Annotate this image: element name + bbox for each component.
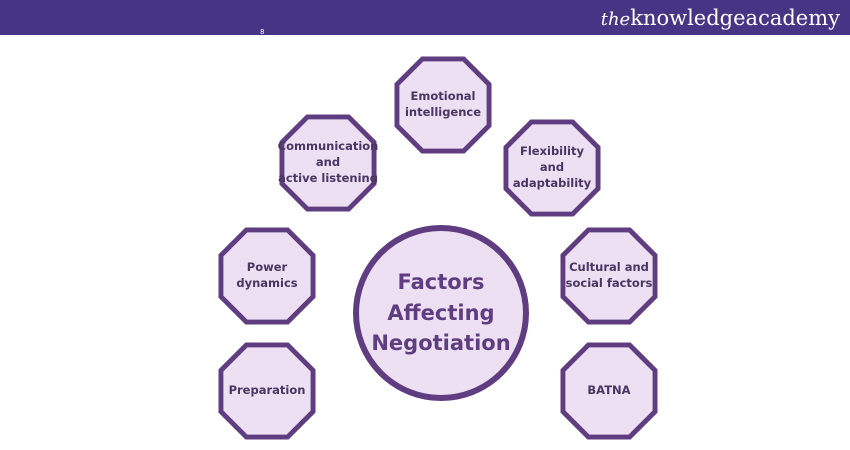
brand-name: knowledgeacademy	[630, 6, 840, 30]
factor-power-dynamics: Power dynamics	[218, 227, 316, 325]
factor-flexibility: Flexibility and adaptability	[503, 119, 601, 217]
factor-label: Emotional intelligence	[404, 89, 482, 119]
factor-label: BATNA	[587, 383, 631, 398]
octagon-shape	[218, 342, 316, 440]
factor-label: Power dynamics	[236, 260, 298, 290]
octagon-shape	[560, 342, 658, 440]
factor-label: Cultural and social factors	[565, 260, 653, 290]
factor-label: Preparation	[228, 383, 306, 398]
octagon-shape	[218, 227, 316, 325]
header-mark: 8	[260, 28, 265, 36]
octagon-shape	[503, 119, 601, 217]
factor-communication: Communication and active listening	[278, 114, 378, 212]
brand-prefix: the	[600, 9, 631, 30]
center-circle: Factors Affecting Negotiation	[353, 225, 529, 401]
octagon-shape	[279, 114, 377, 212]
octagon-shape	[394, 56, 492, 154]
center-title: Factors Affecting Negotiation	[371, 270, 511, 356]
brand-logo[interactable]: theknowledgeacademy	[601, 3, 840, 33]
factor-batna: BATNA	[560, 342, 658, 440]
factor-label: Flexibility and adaptability	[512, 144, 592, 190]
header-bar: 8 theknowledgeacademy	[0, 0, 850, 36]
octagon-shape	[560, 227, 658, 325]
factor-cultural-social: Cultural and social factors	[560, 227, 658, 325]
factor-label: Communication and active listening	[277, 139, 379, 185]
factor-emotional-intelligence: Emotional intelligence	[394, 56, 492, 154]
factor-preparation: Preparation	[218, 342, 316, 440]
